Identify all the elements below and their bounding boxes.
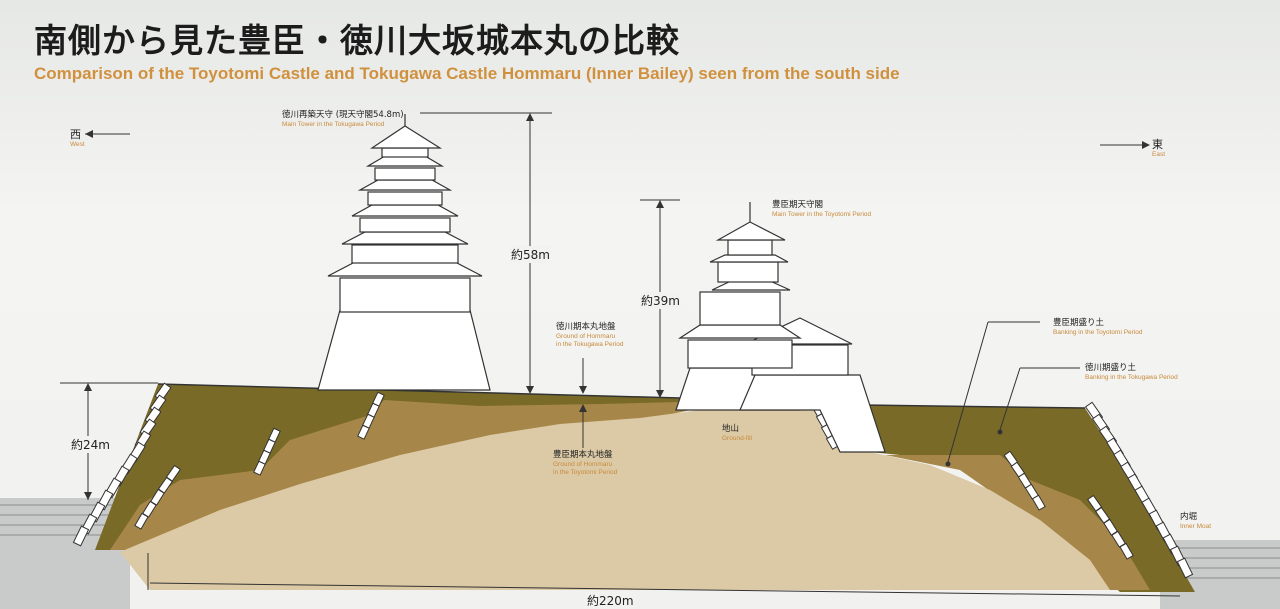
tokugawa-tower-label: 徳川再築天守 (現天守閣54.8m) Main Tower in the Tok… — [282, 110, 404, 128]
ground-fill-label: 地山 Ground-fill — [722, 424, 752, 442]
tokugawa-ground-label: 徳川期本丸地盤 Ground of Hommaru in the Tokugaw… — [556, 322, 624, 348]
toyotomi-tower — [675, 202, 886, 453]
tokugawa-banking-label: 徳川期盛り土 Banking in the Tokugawa Period — [1085, 363, 1178, 381]
arrowheads — [84, 113, 1150, 500]
toyotomi-banking-label: 豊臣期盛り土 Banking in the Toyotomi Period — [1053, 318, 1143, 336]
title-japanese: 南側から見た豊臣・徳川大坂城本丸の比較 — [34, 21, 680, 60]
ground-fill-area — [120, 410, 1110, 590]
inner-moat-label: 内堀 Inner Moat — [1180, 512, 1212, 530]
width-dimension: 約220m — [585, 592, 636, 609]
toyotomi-height-dimension: 約39m — [640, 292, 681, 309]
east-direction: 東 East — [1152, 138, 1166, 158]
west-stone-wall — [72, 382, 385, 547]
tokugawa-height-dimension: 約58m — [510, 246, 551, 263]
east-stone-wall — [810, 401, 1194, 579]
west-direction: 西 West — [70, 128, 85, 148]
toyotomi-ground-label: 豊臣期本丸地盤 Ground of Hommaru in the Toyotom… — [553, 450, 618, 476]
toyotomi-tower-label: 豊臣期天守閣 Main Tower in the Toyotomi Period — [772, 200, 872, 218]
title-english: Comparison of the Toyotomi Castle and To… — [34, 64, 900, 83]
wall-height-dimension: 約24m — [70, 436, 111, 453]
tokugawa-tower — [317, 114, 491, 391]
